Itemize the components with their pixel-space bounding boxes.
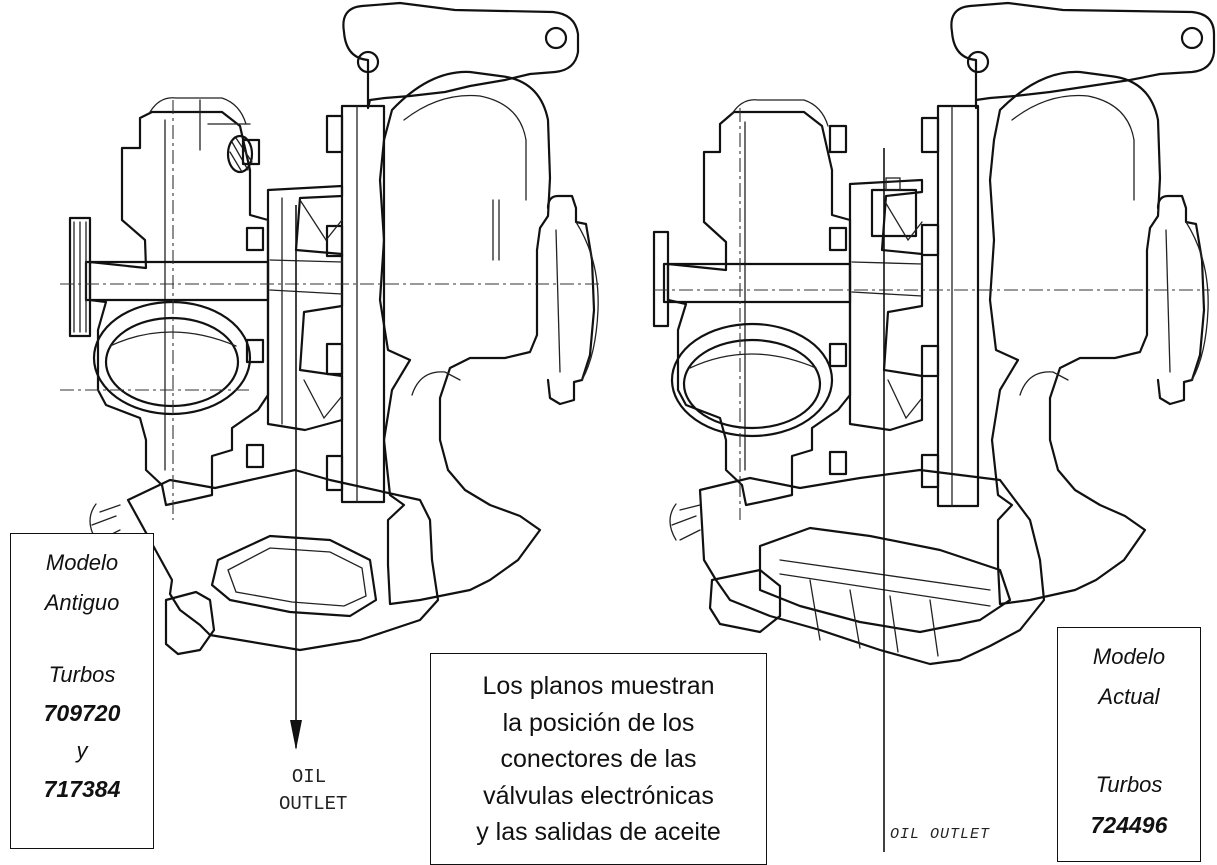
new-center-housing xyxy=(848,178,924,432)
note-text: Los planos muestran la posición de los c… xyxy=(431,668,766,851)
old-turbine-outlet xyxy=(546,194,596,406)
old-connector-word: y xyxy=(76,738,88,763)
old-turbos-word: Turbos xyxy=(48,662,116,687)
new-turbine-outlet xyxy=(1156,194,1206,406)
old-model-line-2: Antiguo xyxy=(44,590,120,615)
old-turbine-housing xyxy=(378,70,552,606)
new-turbos-word: Turbos xyxy=(1095,772,1163,797)
new-model-line-1: Modelo xyxy=(1092,644,1166,669)
new-turbine-housing xyxy=(988,70,1162,606)
note-line-2: la posición de los xyxy=(502,708,695,737)
new-compressor-housing xyxy=(666,110,852,507)
note-box: Los planos muestran la posición de los c… xyxy=(430,653,767,865)
old-oil-outlet-word-2: OUTLET xyxy=(279,793,348,815)
old-model-line-1: Modelo xyxy=(45,550,119,575)
old-compressor-housing xyxy=(88,110,270,507)
new-part-number-1: 724496 xyxy=(1090,812,1168,838)
new-oil-outlet-label: OIL OUTLET xyxy=(890,826,991,843)
old-exhaust-flange xyxy=(342,1,580,110)
old-part-number-2: 717384 xyxy=(43,776,121,802)
new-compressor-inlet xyxy=(670,322,834,438)
old-compressor-inlet xyxy=(92,300,252,416)
old-center-housing xyxy=(266,184,344,432)
note-line-4: válvulas electrónicas xyxy=(483,781,714,810)
new-exhaust-flange xyxy=(950,1,1216,110)
old-turbo-drawing xyxy=(60,1,600,750)
note-line-1: Los planos muestran xyxy=(482,672,715,700)
old-oil-outlet-label: OIL OUTLET xyxy=(279,764,348,818)
old-model-label-box: Modelo Antiguo Turbos 709720 y 717384 xyxy=(10,533,154,849)
old-part-number-1: 709720 xyxy=(43,700,121,726)
new-model-line-2: Actual xyxy=(1098,684,1160,709)
old-oil-outlet-arrowhead xyxy=(290,720,302,750)
old-bearing-plate xyxy=(340,104,386,504)
new-turbo-drawing xyxy=(652,1,1216,852)
note-line-3: conectores de las xyxy=(500,745,697,773)
new-model-label-box: Modelo Actual Turbos 724496 xyxy=(1057,627,1201,862)
old-actuator xyxy=(126,468,440,652)
new-actuator xyxy=(698,468,1046,666)
new-bearing-plate xyxy=(936,104,980,508)
old-wastegate-bolt xyxy=(226,134,254,174)
note-line-5: y las salidas de aceite xyxy=(476,818,721,846)
old-oil-outlet-word-1: OIL xyxy=(291,766,327,788)
